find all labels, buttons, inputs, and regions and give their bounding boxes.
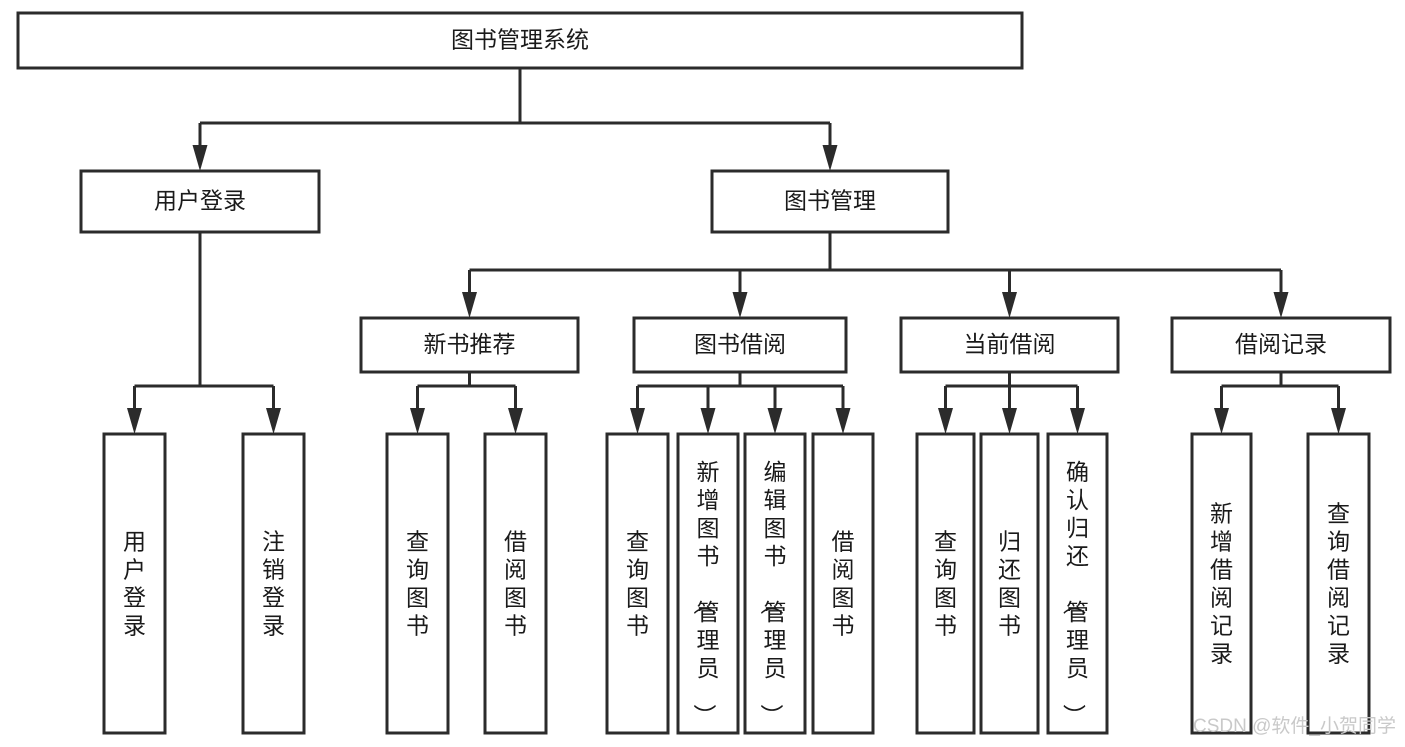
node-label-leaf-rec-query-book: 查询图书: [406, 528, 429, 638]
connector-group-borrow_record: [1214, 372, 1346, 434]
connector-group-new_book_recommend: [410, 372, 523, 434]
node-book-borrow[interactable]: 图书借阅: [632, 316, 848, 374]
node-box-book-borrow[interactable]: [632, 316, 848, 374]
node-label-current-borrow: 当前借阅: [964, 331, 1056, 357]
node-borrow-record[interactable]: 借阅记录: [1170, 316, 1392, 374]
connector-group-book_borrow: [630, 372, 851, 434]
node-label-root: 图书管理系统: [451, 27, 589, 53]
node-label-leaf-cur-return-book: 归还图书: [998, 528, 1021, 638]
node-box-leaf-user-login[interactable]: [102, 432, 167, 735]
node-leaf-user-logout[interactable]: 注销登录: [241, 432, 306, 735]
node-leaf-rec-add-record[interactable]: 新增借阅记录: [1190, 432, 1253, 735]
node-box-leaf-borrow-query-book[interactable]: [605, 432, 670, 735]
node-box-leaf-rec-borrow-book[interactable]: [483, 432, 548, 735]
csdn-watermark: CSDN @软件_小贺同学: [1193, 715, 1396, 737]
node-leaf-cur-confirm-return[interactable]: 确认归还（管理员）: [1046, 432, 1109, 735]
connector-group-book_manage: [462, 232, 1289, 318]
connector-group-current_borrow: [938, 372, 1085, 434]
node-layer: 图书管理系统用户登录图书管理新书推荐图书借阅当前借阅借阅记录用户登录注销登录查询…: [16, 11, 1392, 735]
node-box-leaf-cur-query-book[interactable]: [915, 432, 976, 735]
node-user-login[interactable]: 用户登录: [79, 169, 321, 234]
node-box-root[interactable]: [16, 11, 1024, 70]
node-label-book-borrow: 图书借阅: [694, 331, 786, 357]
node-label-leaf-cur-confirm-return: 确认归还（管理员）: [1061, 459, 1089, 727]
node-label-leaf-user-login: 用户登录: [123, 528, 146, 638]
node-label-book-manage: 图书管理: [784, 188, 876, 214]
node-label-leaf-rec-borrow-book: 借阅图书: [504, 528, 527, 638]
connector-layer: [127, 68, 1346, 434]
node-box-leaf-borrow-lend-book[interactable]: [811, 432, 875, 735]
node-label-borrow-record: 借阅记录: [1235, 331, 1327, 357]
node-label-leaf-rec-query-record: 查询借阅记录: [1327, 500, 1350, 666]
node-root[interactable]: 图书管理系统: [16, 11, 1024, 70]
node-box-leaf-borrow-add-book[interactable]: [676, 432, 740, 735]
node-book-manage[interactable]: 图书管理: [710, 169, 950, 234]
node-box-leaf-rec-query-record[interactable]: [1306, 432, 1371, 735]
node-label-leaf-cur-query-book: 查询图书: [934, 528, 957, 638]
node-current-borrow[interactable]: 当前借阅: [899, 316, 1120, 374]
node-label-user-login: 用户登录: [154, 188, 246, 214]
node-leaf-rec-borrow-book[interactable]: 借阅图书: [483, 432, 548, 735]
node-label-leaf-borrow-add-book: 新增图书（管理员）: [692, 459, 720, 727]
node-label-new-book-recommend: 新书推荐: [424, 331, 516, 357]
node-box-leaf-cur-confirm-return[interactable]: [1046, 432, 1109, 735]
node-box-user-login[interactable]: [79, 169, 321, 234]
node-box-leaf-user-logout[interactable]: [241, 432, 306, 735]
node-leaf-user-login[interactable]: 用户登录: [102, 432, 167, 735]
node-leaf-cur-return-book[interactable]: 归还图书: [979, 432, 1040, 735]
node-leaf-rec-query-book[interactable]: 查询图书: [385, 432, 450, 735]
node-leaf-rec-query-record[interactable]: 查询借阅记录: [1306, 432, 1371, 735]
node-leaf-cur-query-book[interactable]: 查询图书: [915, 432, 976, 735]
node-leaf-borrow-edit-book[interactable]: 编辑图书（管理员）: [743, 432, 807, 735]
node-label-leaf-user-logout: 注销登录: [262, 528, 285, 638]
node-label-leaf-rec-add-record: 新增借阅记录: [1210, 500, 1233, 666]
node-label-leaf-borrow-lend-book: 借阅图书: [832, 528, 855, 638]
node-leaf-borrow-query-book[interactable]: 查询图书: [605, 432, 670, 735]
node-label-leaf-borrow-edit-book: 编辑图书（管理员）: [759, 459, 787, 727]
node-leaf-borrow-lend-book[interactable]: 借阅图书: [811, 432, 875, 735]
node-box-current-borrow[interactable]: [899, 316, 1120, 374]
node-box-leaf-borrow-edit-book[interactable]: [743, 432, 807, 735]
node-box-new-book-recommend[interactable]: [359, 316, 580, 374]
connector-group-root: [192, 68, 838, 171]
node-label-leaf-borrow-query-book: 查询图书: [626, 528, 649, 638]
node-box-leaf-cur-return-book[interactable]: [979, 432, 1040, 735]
node-new-book-recommend[interactable]: 新书推荐: [359, 316, 580, 374]
node-leaf-borrow-add-book[interactable]: 新增图书（管理员）: [676, 432, 740, 735]
node-box-leaf-rec-query-book[interactable]: [385, 432, 450, 735]
node-box-leaf-rec-add-record[interactable]: [1190, 432, 1253, 735]
node-box-borrow-record[interactable]: [1170, 316, 1392, 374]
connector-group-user_login: [127, 232, 281, 434]
node-box-book-manage[interactable]: [710, 169, 950, 234]
